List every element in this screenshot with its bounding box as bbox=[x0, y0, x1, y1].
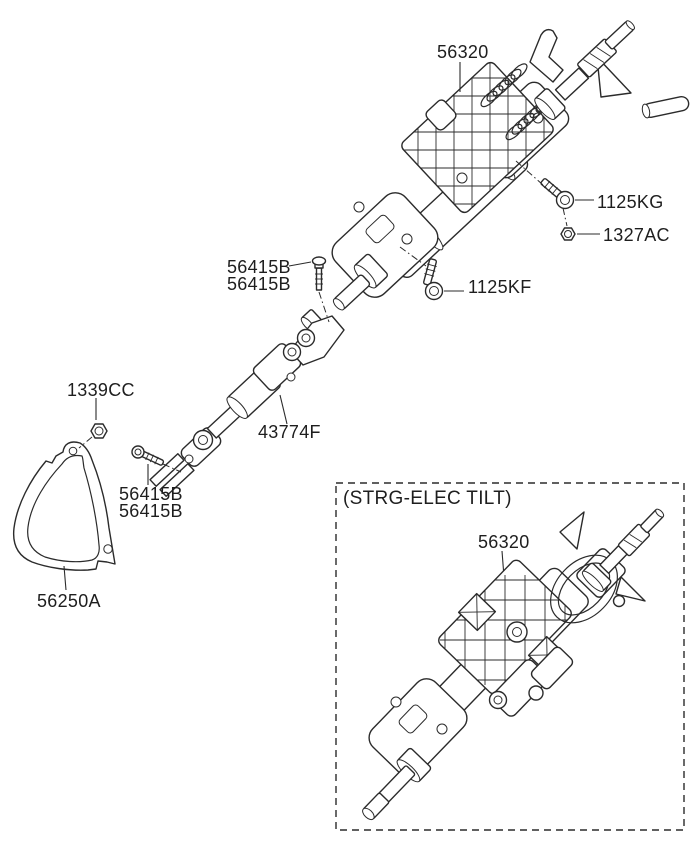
tilt-lever bbox=[573, 95, 690, 144]
center-lines bbox=[78, 160, 568, 473]
label-1327ac: 1327AC bbox=[603, 225, 670, 245]
label-56415b-lower-1: 56415B bbox=[119, 484, 183, 504]
label-56320-inset: 56320 bbox=[478, 532, 530, 552]
mounting-plate bbox=[399, 60, 556, 215]
label-inset-caption: (STRG-ELEC TILT) bbox=[343, 488, 512, 509]
nut-icon-1327ac bbox=[560, 227, 576, 241]
lower-mounting-bracket bbox=[331, 192, 439, 298]
label-1125kf: 1125KF bbox=[468, 277, 532, 297]
label-1339cc: 1339CC bbox=[67, 380, 135, 400]
label-56250a: 56250A bbox=[37, 591, 101, 611]
upper-bracket-arm bbox=[529, 28, 564, 83]
column-cover-drawing bbox=[12, 441, 116, 571]
label-56320-main: 56320 bbox=[437, 42, 489, 62]
inset-strg-elec-tilt bbox=[335, 482, 685, 831]
bolt-icon-1125kf bbox=[423, 258, 444, 301]
nut-icon-1339cc bbox=[90, 423, 108, 439]
label-56415b-lower-2: 56415B bbox=[119, 501, 183, 521]
label-56415b-upper-1: 56415B bbox=[227, 257, 291, 277]
screw-icon-1125kg bbox=[540, 178, 575, 210]
screw-icon-56415b-lower bbox=[131, 445, 165, 466]
side-fin bbox=[596, 56, 632, 98]
label-56415b-upper-2: 56415B bbox=[227, 274, 291, 294]
label-1125kg: 1125KG bbox=[597, 192, 664, 212]
screw-icon-56415b-upper bbox=[311, 256, 327, 291]
inset-dashed-border bbox=[335, 482, 685, 831]
steering-column-assembly-drawing bbox=[300, 20, 690, 332]
upper-yoke bbox=[289, 315, 345, 366]
steering-shaft-upper bbox=[534, 20, 635, 120]
label-43774f: 43774F bbox=[258, 422, 321, 442]
lower-shaft-stub bbox=[332, 274, 371, 311]
intermediate-shaft-drawing bbox=[149, 315, 345, 497]
inset-column-drawing bbox=[362, 508, 665, 821]
